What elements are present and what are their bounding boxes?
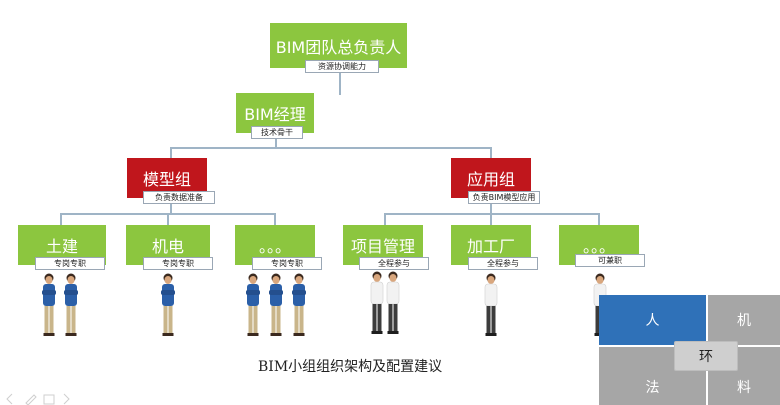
- matrix-cell-environment: 环: [674, 341, 738, 371]
- tag-team-mep: 专岗专职: [143, 257, 213, 270]
- connector-group1-down: [170, 203, 172, 214]
- diagram-caption: BIM小组组织架构及配置建议: [258, 359, 443, 375]
- connector-team5: [490, 213, 492, 226]
- person-figures: [42, 271, 607, 337]
- tag-team-factory: 全程参与: [468, 257, 538, 270]
- matrix-cell-material: 料: [708, 347, 780, 405]
- tag-application-group: 负责BIM模型应用: [468, 191, 540, 204]
- tag-team-civil: 专岗专职: [35, 257, 105, 270]
- connector-team4: [384, 213, 386, 226]
- tag-team-leader: 资源协调能力: [305, 60, 379, 73]
- connector-team6: [598, 213, 600, 226]
- connector-team1: [60, 213, 62, 226]
- slide-toolbar[interactable]: [4, 392, 84, 405]
- connector-top-vertical: [339, 69, 341, 95]
- factor-matrix: 人 机 法 料 环: [599, 295, 780, 405]
- pen-icon: [25, 394, 37, 405]
- next-arrow-icon: [63, 393, 70, 405]
- connector-groups-horizontal: [170, 147, 492, 149]
- tag-team-more-2: 可兼职: [575, 254, 645, 267]
- tag-model-group: 负责数据准备: [143, 191, 215, 204]
- tag-bim-manager: 技术骨干: [251, 126, 303, 139]
- tag-team-project-management: 全程参与: [359, 257, 429, 270]
- connector-team3: [274, 213, 276, 226]
- matrix-cell-machine: 机: [708, 295, 780, 345]
- connector-team2: [167, 213, 169, 226]
- connector-manager-vertical: [275, 138, 277, 148]
- tag-team-more-1: 专岗专职: [252, 257, 322, 270]
- connector-group1-vertical: [170, 147, 172, 159]
- matrix-cell-person: 人: [599, 295, 706, 345]
- prev-arrow-icon: [6, 393, 13, 405]
- node-team-more-1: 。。。: [235, 225, 315, 265]
- connector-right-horizontal: [384, 213, 600, 215]
- connector-group2-down: [490, 203, 492, 214]
- menu-icon: [43, 394, 55, 405]
- connector-group2-vertical: [490, 147, 492, 159]
